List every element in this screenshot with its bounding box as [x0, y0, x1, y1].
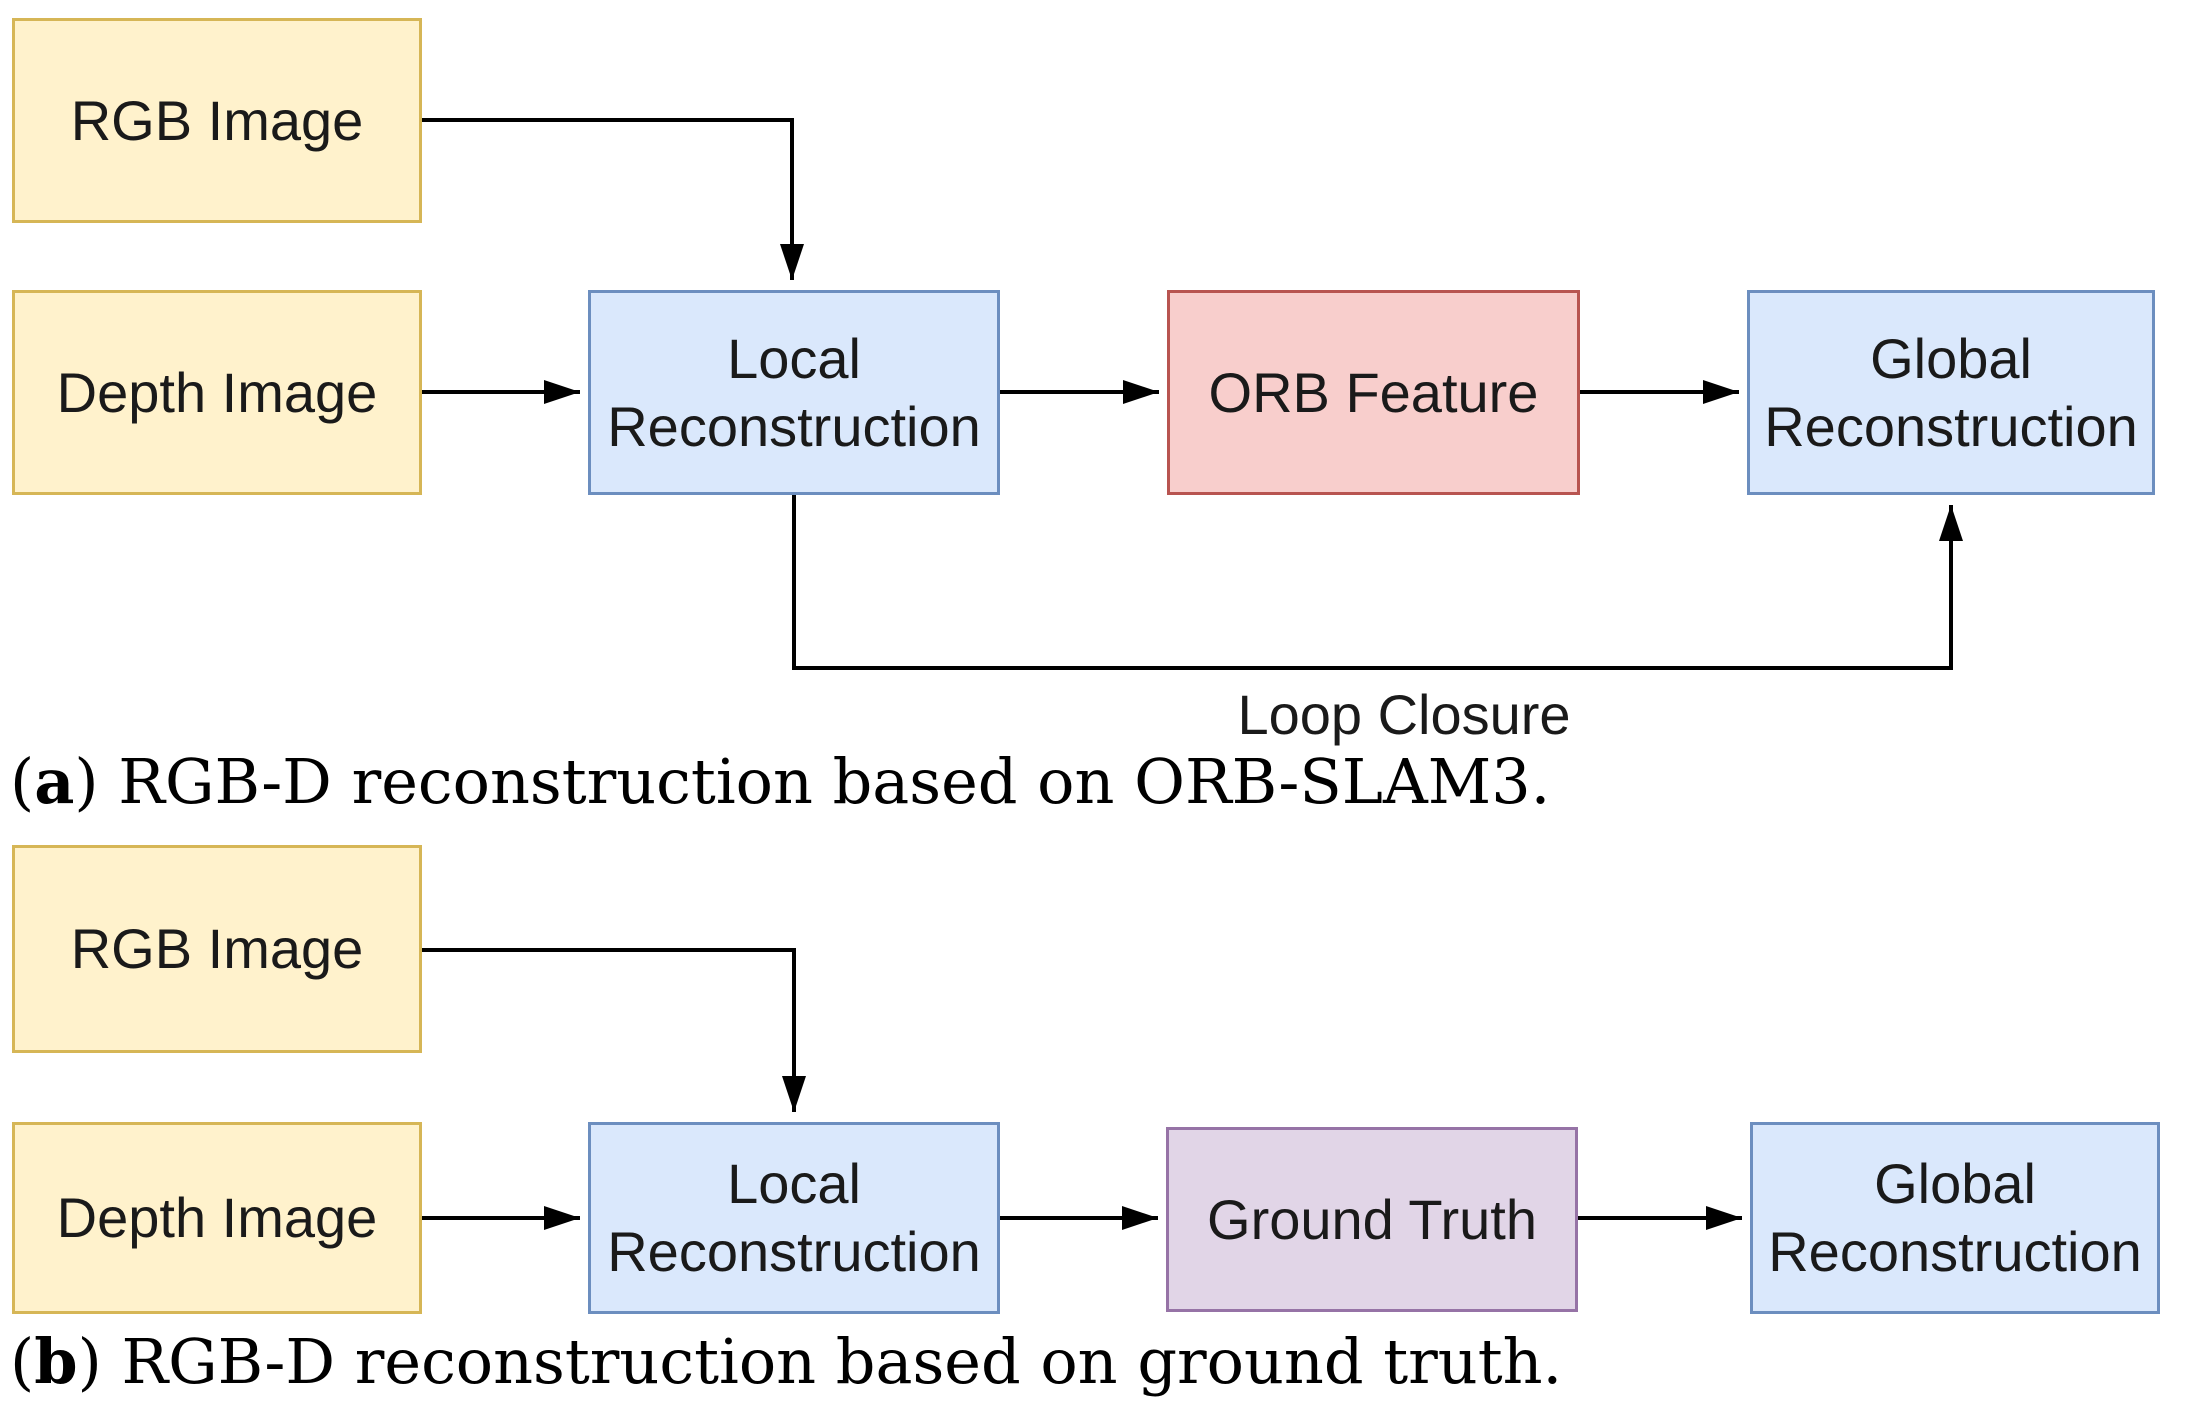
caption-b: (b) RGB-D reconstruction based on ground…	[10, 1322, 2130, 1402]
edge-rgb-to-local-b	[422, 948, 806, 1112]
node-label: Ground Truth	[1207, 1187, 1537, 1251]
node-global-reconstruction-b: Global Reconstruction	[1750, 1122, 2160, 1314]
node-label: Local Reconstruction	[607, 326, 981, 458]
node-global-reconstruction-a: Global Reconstruction	[1747, 290, 2155, 495]
node-depth-image-a: Depth Image	[12, 290, 422, 495]
caption-a-text: ) RGB-D reconstruction based on ORB-SLAM…	[74, 745, 1551, 818]
node-label: Local Reconstruction	[607, 1152, 981, 1283]
caption-a-open: (	[10, 745, 35, 818]
node-label: Global Reconstruction	[1764, 326, 2138, 458]
node-label: Global Reconstruction	[1768, 1152, 2142, 1283]
caption-b-open: (	[10, 1325, 35, 1398]
edge-loop-closure	[792, 495, 1963, 670]
caption-b-marker: b	[34, 1325, 78, 1398]
node-rgb-image-a: RGB Image	[12, 18, 422, 223]
caption-a: (a) RGB-D reconstruction based on ORB-SL…	[10, 742, 2130, 822]
node-label: RGB Image	[70, 917, 364, 980]
node-orb-feature: ORB Feature	[1167, 290, 1580, 495]
caption-a-marker: a	[34, 745, 75, 818]
node-ground-truth: Ground Truth	[1166, 1127, 1578, 1312]
caption-b-text: ) RGB-D reconstruction based on ground t…	[77, 1325, 1563, 1398]
node-depth-image-b: Depth Image	[12, 1122, 422, 1314]
node-label: ORB Feature	[1208, 360, 1539, 424]
node-label: RGB Image	[70, 88, 364, 152]
loop-closure-label: Loop Closure	[1237, 683, 1571, 746]
node-local-reconstruction-b: Local Reconstruction	[588, 1122, 1000, 1314]
node-rgb-image-b: RGB Image	[12, 845, 422, 1053]
node-label: Depth Image	[56, 1186, 378, 1249]
edge-rgb-to-local-a	[422, 118, 804, 280]
node-local-reconstruction-a: Local Reconstruction	[588, 290, 1000, 495]
node-label: Depth Image	[56, 360, 378, 424]
